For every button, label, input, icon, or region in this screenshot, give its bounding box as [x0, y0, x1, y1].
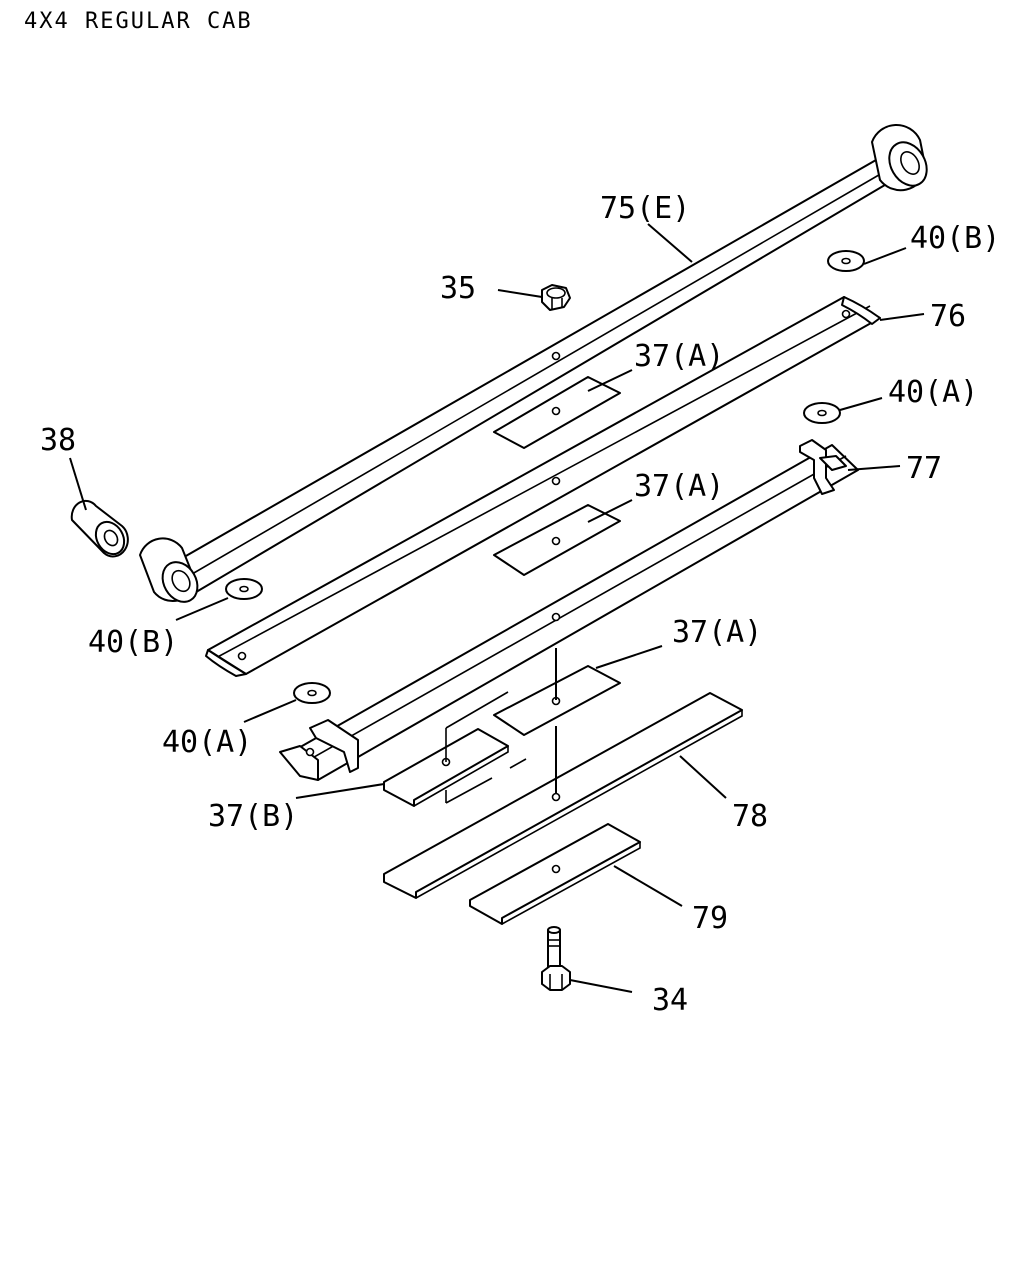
pad-37b	[383, 691, 509, 807]
center-bolt-axis	[445, 648, 561, 804]
callout-40b-top: 40(B)	[910, 221, 1000, 256]
callout-75e: 75(E)	[600, 191, 690, 226]
callout-35: 35	[440, 271, 476, 306]
washer-40b-top	[827, 250, 865, 272]
leaf-77	[279, 439, 859, 781]
callout-38: 38	[40, 423, 76, 458]
callout-40a-left: 40(A)	[162, 725, 252, 760]
callout-79: 79	[692, 901, 728, 936]
liner-37a-1	[493, 376, 621, 449]
callout-34: 34	[652, 983, 688, 1018]
callout-37a-2: 37(A)	[634, 469, 724, 504]
washer-40b-left	[225, 578, 263, 600]
center-bolt-34	[541, 926, 571, 991]
callout-76: 76	[930, 299, 966, 334]
bushing-38	[70, 499, 129, 558]
leader-lines	[69, 223, 925, 993]
washer-40a-top	[803, 402, 841, 424]
callout-78: 78	[732, 799, 768, 834]
callout-40a-top: 40(A)	[888, 375, 978, 410]
callout-37b: 37(B)	[208, 799, 298, 834]
nut-35	[541, 284, 571, 311]
plate-78	[383, 692, 743, 899]
callout-37a-1: 37(A)	[634, 339, 724, 374]
plate-79	[469, 823, 641, 925]
callout-40b-left: 40(B)	[88, 625, 178, 660]
washer-40a-left	[293, 682, 331, 704]
leaf-76	[205, 296, 881, 677]
callout-37a-3: 37(A)	[672, 615, 762, 650]
main-leaf-75e	[139, 123, 928, 603]
callout-labels: 75(E) 35 40(B) 76 37(A) 40(A) 38 37(A) 7…	[40, 191, 1000, 1018]
callout-77: 77	[906, 451, 942, 486]
diagram-title: 4X4 REGULAR CAB	[24, 9, 253, 34]
